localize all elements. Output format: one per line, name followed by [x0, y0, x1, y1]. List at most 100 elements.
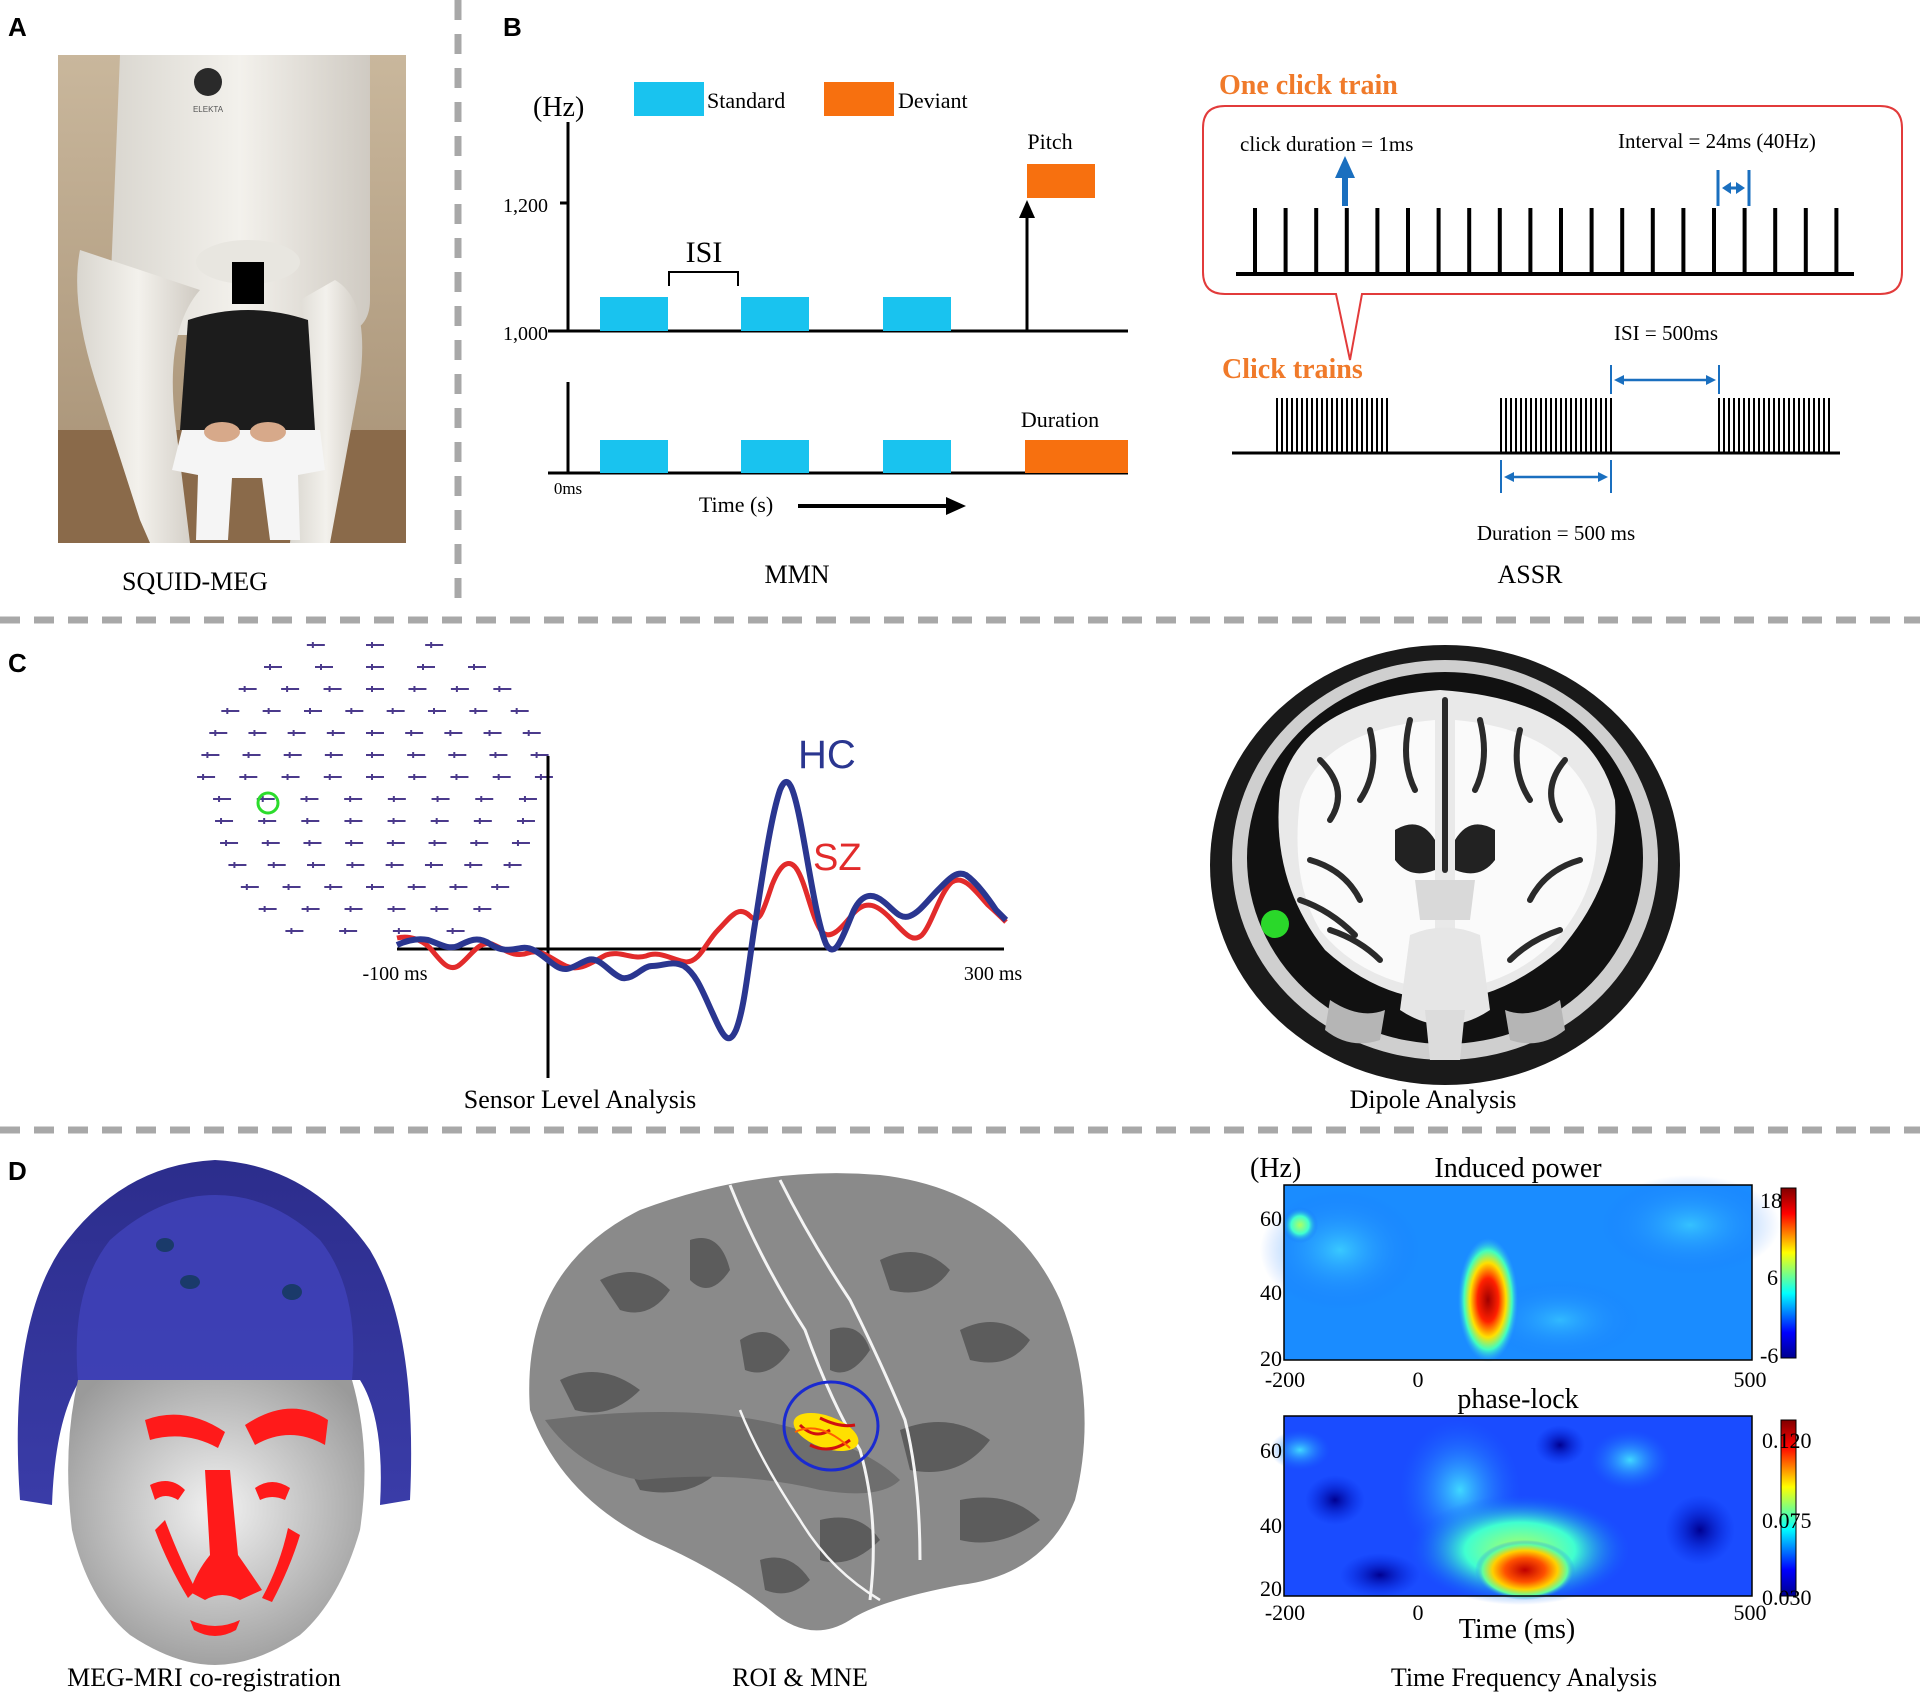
- deviant-duration-tone: [1025, 440, 1128, 473]
- sensor-glyph: [303, 708, 322, 714]
- sensor-glyph: [473, 906, 492, 912]
- sensor-glyph: [324, 884, 343, 890]
- sensor-glyph: [262, 708, 281, 714]
- sensor-glyph: [242, 752, 261, 758]
- sensor-glyph: [339, 928, 358, 934]
- sensor-glyph: [450, 686, 469, 692]
- sensor-glyph: [345, 708, 364, 714]
- induced-x-tick: -200: [1265, 1367, 1305, 1392]
- sensor-glyph: [366, 686, 384, 692]
- sensor-glyph: [301, 818, 320, 824]
- sensor-glyph: [281, 686, 300, 692]
- sensor-glyph: [425, 642, 444, 648]
- zero-ms-label: 0ms: [554, 479, 582, 498]
- sensor-glyph: [386, 708, 405, 714]
- phase-cbar-tick: 0.030: [1762, 1585, 1812, 1610]
- sensor-glyph: [344, 818, 363, 824]
- sensor-glyph: [449, 884, 468, 890]
- sensor-glyph: [475, 796, 494, 802]
- sensor-glyph: [430, 818, 449, 824]
- sensor-glyph: [366, 664, 384, 670]
- panel-letter-a: A: [8, 12, 27, 42]
- sensor-glyph: [405, 730, 424, 736]
- time-axis-label: Time (s): [699, 492, 773, 517]
- pitch-label: Pitch: [1027, 129, 1072, 154]
- sensor-glyph: [469, 708, 488, 714]
- sensor-glyph: [239, 774, 258, 780]
- panel-letter-d: D: [8, 1156, 27, 1186]
- sensor-glyph: [407, 752, 426, 758]
- mmn-y-unit: (Hz): [533, 92, 584, 123]
- tf-y-unit: (Hz): [1250, 1153, 1301, 1184]
- sensor-glyph: [408, 686, 427, 692]
- sensor-glyph: [534, 774, 553, 780]
- sensor-glyph: [407, 884, 426, 890]
- sensor-glyph: [511, 840, 530, 846]
- sensor-glyph: [428, 840, 447, 846]
- selected-sensor-marker: [256, 791, 280, 815]
- sensor-glyph: [301, 906, 320, 912]
- phase-y-tick: 60: [1260, 1438, 1282, 1463]
- legend-deviant-label: Deviant: [898, 88, 968, 113]
- sensor-glyph: [209, 730, 228, 736]
- sensor-glyph: [424, 862, 443, 868]
- sensor-glyph: [489, 752, 508, 758]
- sensor-glyph: [221, 708, 240, 714]
- phase-lock-title: phase-lock: [1457, 1384, 1578, 1415]
- sensor-glyph: [261, 840, 280, 846]
- legend-deviant-swatch: [824, 82, 894, 116]
- inflated-brain: [529, 1173, 1085, 1631]
- sensor-glyph: [428, 708, 447, 714]
- sensor-glyph: [285, 928, 304, 934]
- caption-roi-mne: ROI & MNE: [732, 1663, 868, 1692]
- sensor-glyph: [240, 884, 259, 890]
- sensor-glyph: [483, 730, 502, 736]
- sensor-glyph: [197, 774, 216, 780]
- induced-cbar-tick: 6: [1767, 1265, 1778, 1290]
- duration-label: Duration: [1021, 407, 1099, 432]
- sensor-glyph: [326, 730, 345, 736]
- sensor-glyph: [503, 862, 522, 868]
- sensor-glyph: [282, 884, 301, 890]
- standard-tone: [741, 297, 809, 331]
- legend-standard-swatch: [634, 82, 704, 116]
- x-start-label: -100 ms: [363, 963, 428, 985]
- sensor-glyph: [220, 840, 239, 846]
- standard-tone: [600, 297, 668, 331]
- tf-x-axis-label: Time (ms): [1459, 1614, 1575, 1645]
- sensor-glyph: [228, 862, 247, 868]
- sensor-glyph: [470, 840, 489, 846]
- sensor-glyph: [346, 862, 365, 868]
- caption-assr: ASSR: [1497, 560, 1563, 589]
- sensor-glyph: [344, 796, 363, 802]
- phase-x-tick: 500: [1734, 1600, 1767, 1625]
- sensor-glyph: [324, 752, 343, 758]
- sensor-glyph: [213, 796, 232, 802]
- sensor-glyph: [430, 906, 449, 912]
- sensor-glyph: [385, 862, 404, 868]
- sensor-glyph: [387, 818, 406, 824]
- sensor-glyph: [238, 686, 257, 692]
- sensor-glyph: [510, 708, 529, 714]
- induced-x-tick: 0: [1413, 1367, 1424, 1392]
- coronal-mri: [1210, 645, 1685, 1085]
- isi-label: ISI: [686, 236, 723, 269]
- mmn-y-tick-high: 1,200: [503, 195, 548, 217]
- sensor-glyph: [283, 752, 302, 758]
- sz-label: SZ: [813, 837, 862, 879]
- induced-y-tick: 20: [1260, 1346, 1282, 1371]
- click-duration-label: click duration = 1ms: [1240, 132, 1413, 156]
- single-click-train: [1253, 208, 1839, 274]
- caption-coregistration: MEG-MRI co-registration: [67, 1663, 341, 1692]
- sensor-glyph: [530, 752, 549, 758]
- standard-tone: [883, 297, 951, 331]
- phase-y-tick: 40: [1260, 1513, 1282, 1538]
- phase-colorbar: [1780, 1419, 1797, 1597]
- induced-power-map: [1260, 1175, 1780, 1362]
- sensor-glyph: [300, 796, 319, 802]
- phase-x-tick: -200: [1265, 1600, 1305, 1625]
- sensor-glyph: [444, 730, 463, 736]
- coregistration-head: [17, 1160, 412, 1665]
- sensor-glyph: [323, 686, 342, 692]
